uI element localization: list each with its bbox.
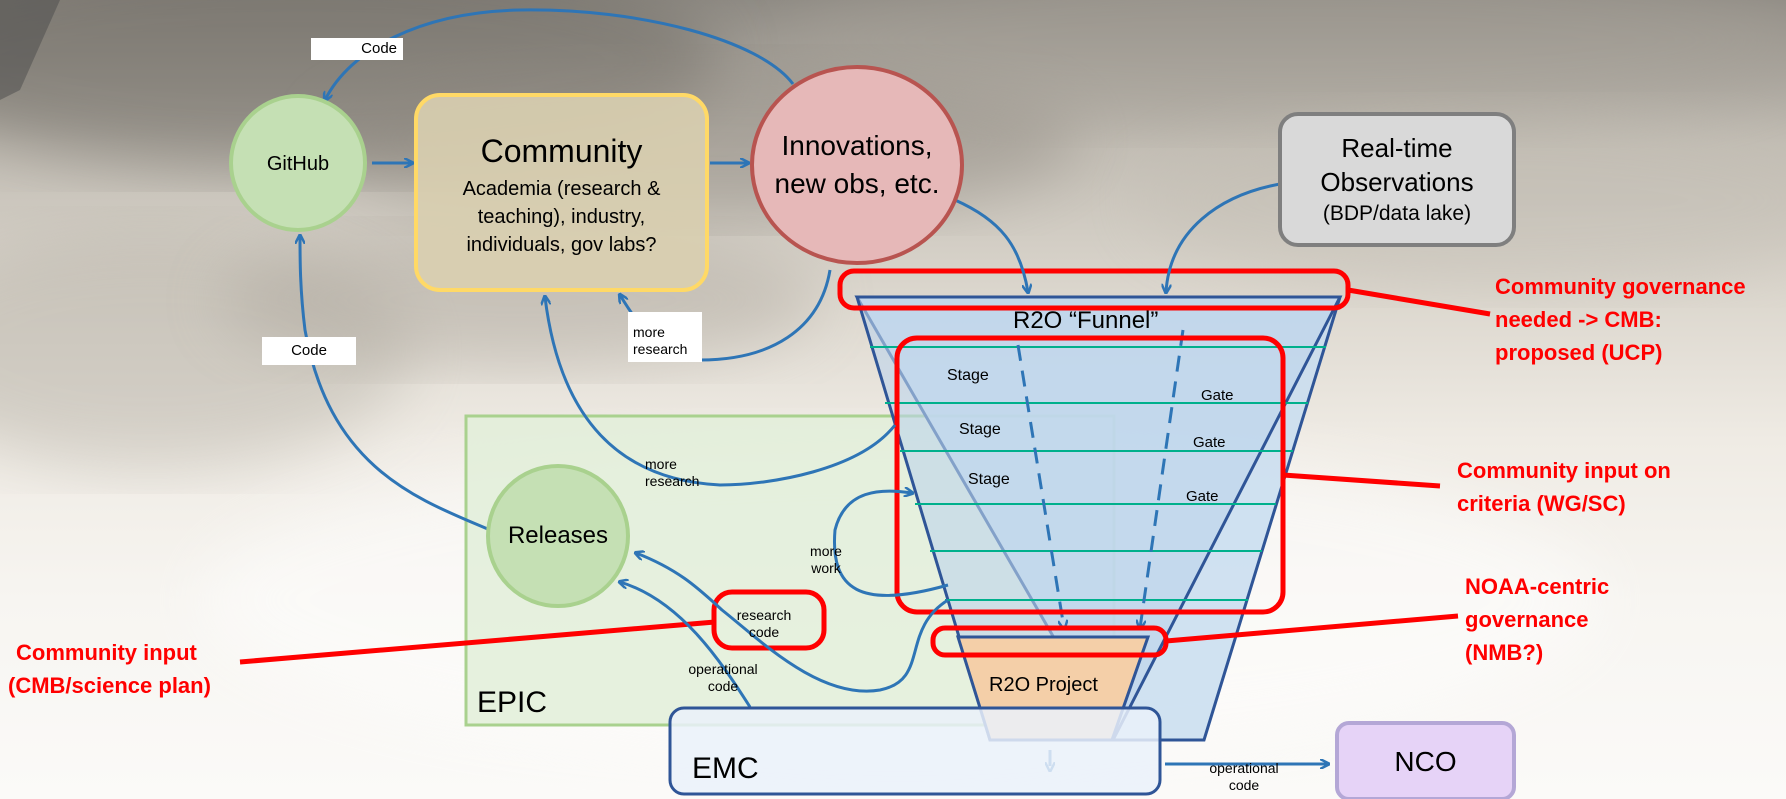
stage-label-2: Stage [959,421,1001,438]
more-work-label: more work [801,543,851,577]
callout-criteria: Community input on criteria (WG/SC) [1457,454,1671,520]
gate-label-2: Gate [1193,434,1226,451]
callout-noaa-line1: NOAA-centric [1465,574,1610,599]
github-node [229,94,367,232]
code-label-top: Code [311,38,403,60]
nco-label: NCO [1394,746,1457,777]
releases-label: Releases [507,522,609,549]
more-research-1-line1: more [633,324,665,340]
realtime-line2: Observations [1320,166,1474,197]
research-code-line2: code [748,624,780,640]
operational-code-1-line1: operational [688,661,758,677]
callout-community-input-line2: (CMB/science plan) [8,673,211,698]
github-label: GitHub [266,152,330,175]
operational-code-2-line2: code [1228,777,1260,793]
community-text-box: Community Academia (research & teaching)… [430,120,693,270]
realtime-line1: Real-time [1341,132,1453,163]
emc-label: EMC [692,752,759,785]
more-research-2-line1: more [645,456,677,472]
red-callouts [239,268,1491,665]
callout-governance-line2: needed -> CMB: [1495,307,1662,332]
realtime-node [1278,112,1516,247]
callout-noaa-line2: governance [1465,607,1589,632]
realtime-text: Real-time Observations (BDP/data lake) [1280,114,1514,245]
gate-label-1: Gate [1201,387,1234,404]
callout-governance: Community governance needed -> CMB: prop… [1495,270,1746,369]
stage-label-3: Stage [968,471,1010,488]
emc-node [668,706,1162,796]
research-code-label: research code [724,607,804,641]
realtime-line3: (BDP/data lake) [1322,201,1472,225]
community-body: Academia (research & teaching), industry… [462,178,661,256]
operational-code-2-line1: operational [1209,760,1279,776]
callout-noaa: NOAA-centric governance (NMB?) [1465,570,1609,669]
operational-code-label-1: operational code [678,661,768,695]
gate-label-3: Gate [1186,488,1219,505]
community-node [414,93,709,292]
releases-node [486,464,630,608]
callout-community-input: Community input (CMB/science plan) [8,636,211,702]
r2o-project-label: R2O Project [989,674,1098,696]
stage-label-1: Stage [947,367,989,384]
community-title: Community [480,133,643,169]
more-work-line1: more [810,543,842,559]
code-label-left: Code [262,337,356,365]
innovations-label: Innovations, new obs, etc. [774,130,940,199]
callout-criteria-line2: criteria (WG/SC) [1457,491,1626,516]
flow-arrows [300,8,1328,764]
funnel-title: R2O “Funnel” [1013,307,1159,334]
callout-noaa-line3: (NMB?) [1465,640,1544,665]
callout-governance-line1: Community governance [1495,274,1746,299]
operational-code-label-2: operational code [1199,760,1289,794]
epic-label: EPIC [477,686,548,719]
more-research-2-line2: research [645,473,700,489]
more-research-1-line2: research [633,341,688,357]
more-research-label-2: more research [645,456,725,490]
research-code-line1: research [736,607,792,623]
callout-criteria-line1: Community input on [1457,458,1671,483]
callout-governance-line3: proposed (UCP) [1495,340,1663,365]
callout-community-input-line1: Community input [16,640,197,665]
more-research-label-1: more research [628,312,702,362]
innovations-node [750,65,964,265]
stage-lines [870,346,1326,601]
more-work-line2: work [811,560,841,576]
nco-node [1335,721,1516,799]
operational-code-1-line2: code [707,678,739,694]
